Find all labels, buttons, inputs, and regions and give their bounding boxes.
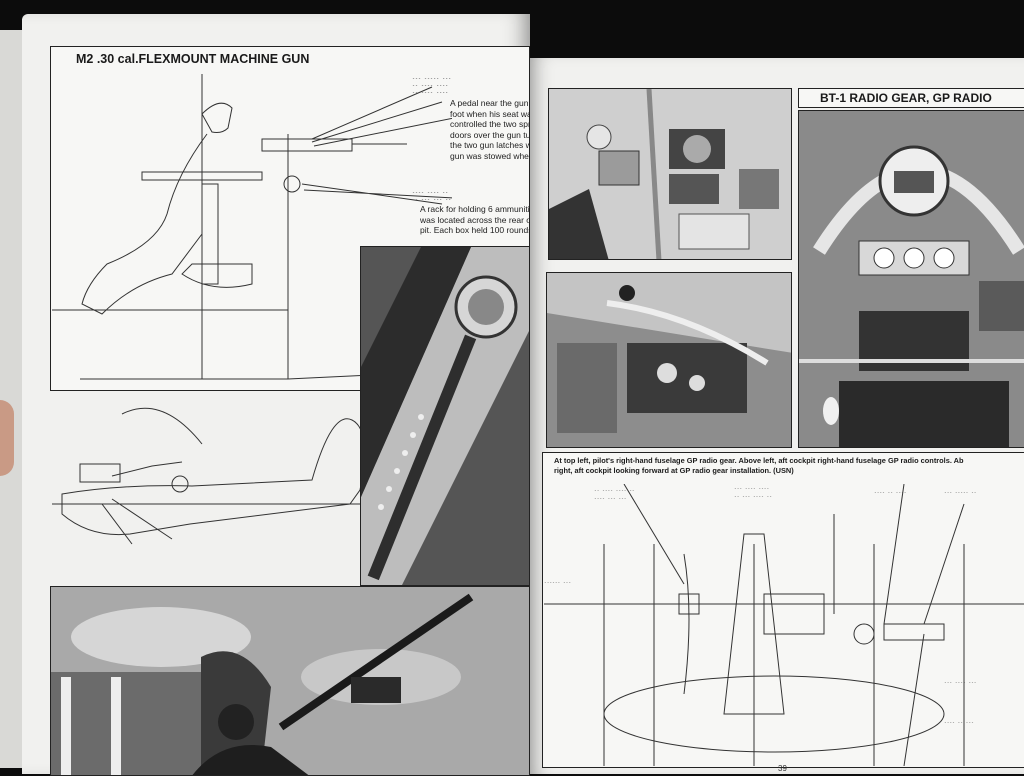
svg-text:---- -- ---: ---- -- --- xyxy=(944,721,974,726)
pilot-radio-gear-photo xyxy=(548,88,792,260)
svg-text:---- -- ----: ---- -- ---- xyxy=(874,491,907,496)
right-page-title: BT-1 RADIO GEAR, GP RADIO xyxy=(820,91,992,105)
svg-text:-- ---- ---- --: -- ---- ---- -- xyxy=(594,489,635,494)
svg-text:--- ----- --: --- ----- -- xyxy=(944,491,977,496)
ammunition-rack-description: A rack for holding 6 ammunition was loca… xyxy=(420,204,530,235)
radio-gear-caption: At top left, pilot's right-hand fuselage… xyxy=(554,456,964,475)
svg-text:---- --- ---: ---- --- --- xyxy=(594,497,627,502)
thumb xyxy=(0,400,14,476)
gun-mount-photo xyxy=(360,246,530,586)
aft-cockpit-controls-photo xyxy=(546,272,792,448)
aft-cockpit-forward-view-photo xyxy=(798,110,1024,448)
page-edge xyxy=(0,30,26,768)
left-page-title: M2 .30 cal.FLEXMOUNT MACHINE GUN xyxy=(76,52,310,66)
right-page-title-box xyxy=(798,88,1024,108)
svg-text:-- ---- ---- ---: -- ---- ---- --- xyxy=(412,90,452,96)
left-page: M2 .30 cal.FLEXMOUNT MACHINE GUN --- ---… xyxy=(22,14,540,776)
svg-text:--- ---- ---: --- ---- --- xyxy=(944,681,977,686)
svg-text:---- ---- -- ---: ---- ---- -- --- xyxy=(412,190,452,196)
pedal-description: A pedal near the gunner's foot when his … xyxy=(450,98,540,161)
svg-text:--- ---- ----: --- ---- ---- xyxy=(734,487,769,492)
right-page: BT-1 RADIO GEAR, GP RADIO xyxy=(530,58,1024,774)
svg-text:-- --- --- ------: -- --- --- ------ xyxy=(412,197,452,203)
page-number: 39 xyxy=(778,764,787,773)
svg-text:-- ---- ---- -- --: -- ---- ---- -- -- xyxy=(412,83,452,89)
svg-text:------ ---: ------ --- xyxy=(544,581,571,586)
aircraft-profile-drawing xyxy=(52,407,362,545)
svg-text:-- --- ---- --: -- --- ---- -- xyxy=(734,495,772,500)
radio-installation-drawing: -- ---- ---- -- ---- --- --- --- ---- --… xyxy=(544,484,1024,766)
gunner-photo xyxy=(50,586,530,776)
svg-text:--- ----- --- ---: --- ----- --- --- xyxy=(412,76,452,82)
